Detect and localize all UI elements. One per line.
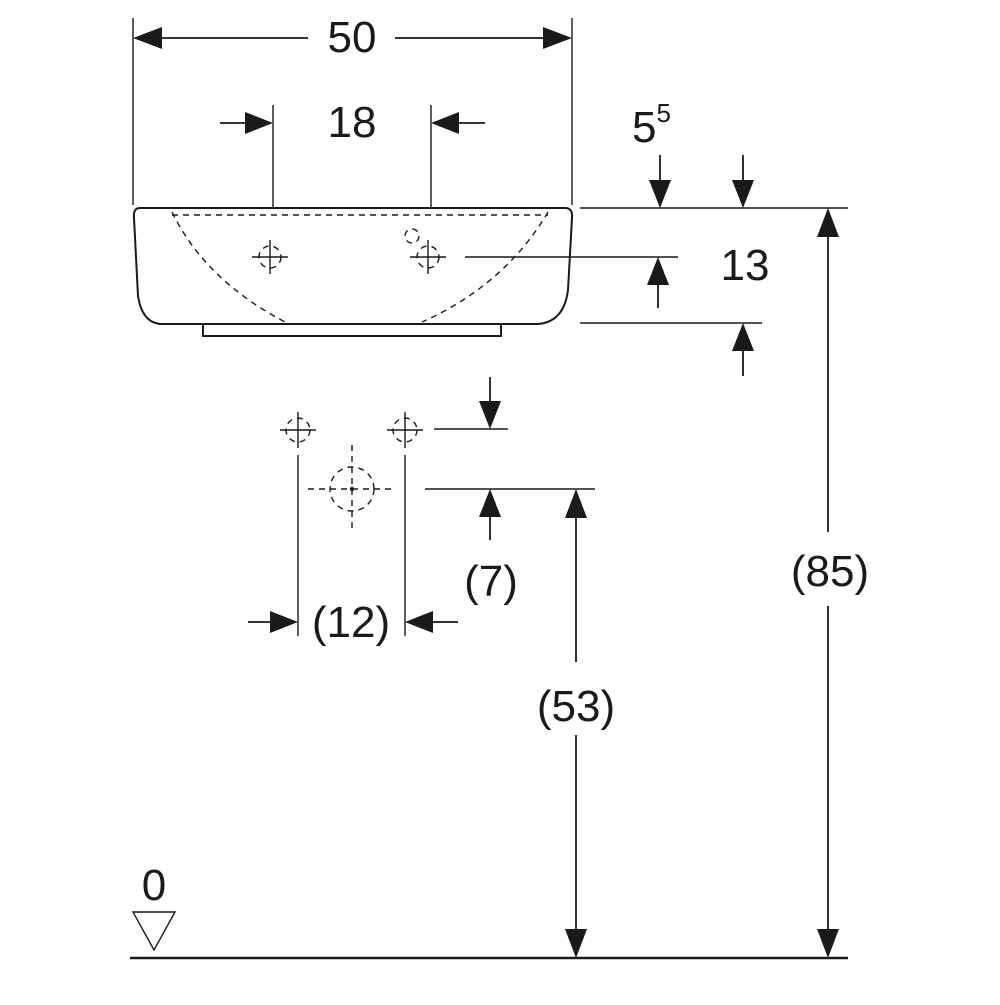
drain-height-label: (53) bbox=[537, 682, 615, 731]
basin-base bbox=[202, 323, 502, 337]
width-dimension: 50 bbox=[132, 13, 573, 205]
rim-offset-label: 55 bbox=[632, 98, 671, 152]
arrow-down bbox=[817, 929, 839, 958]
supply-spacing-dimension: (12) bbox=[248, 598, 458, 647]
tap-hole-spacing-dimension: 18 bbox=[220, 98, 485, 238]
tap-hole-depth-dimension: 13 bbox=[580, 241, 769, 376]
tap-hole-left-symbol bbox=[252, 240, 288, 274]
arrow-up bbox=[647, 257, 669, 285]
arrow-down bbox=[565, 929, 587, 958]
width-label: 50 bbox=[328, 13, 377, 62]
arrow-down bbox=[732, 180, 754, 208]
arrow-left bbox=[431, 112, 459, 134]
arrow-right bbox=[543, 27, 572, 49]
rim-offset-dimension: 55 bbox=[580, 98, 848, 209]
arrow-left bbox=[133, 27, 162, 49]
arrow-up bbox=[732, 323, 754, 351]
arrow-up bbox=[479, 489, 501, 517]
floor-level-label: 0 bbox=[142, 861, 166, 910]
supply-height-label: (7) bbox=[464, 557, 518, 606]
supply-connections bbox=[280, 412, 423, 636]
arrow-down bbox=[649, 180, 671, 208]
supply-spacing-label: (12) bbox=[312, 598, 390, 647]
total-height-dimension: (85) bbox=[791, 208, 869, 958]
supply-left-symbol bbox=[280, 412, 316, 448]
tap-hole-spacing-label: 18 bbox=[328, 98, 377, 147]
tap-hole-depth-label: 13 bbox=[721, 241, 770, 290]
arrow-right bbox=[270, 611, 298, 633]
drain-height-dimension: (53) bbox=[537, 489, 615, 958]
washbasin-side-view bbox=[132, 207, 678, 337]
overflow-hole-symbol bbox=[404, 228, 420, 244]
arrow-up bbox=[565, 489, 587, 518]
arrow-up bbox=[817, 208, 839, 237]
arrow-down bbox=[479, 401, 501, 429]
drain-symbol bbox=[308, 445, 396, 533]
level-marker-icon bbox=[131, 911, 177, 952]
total-height-label: (85) bbox=[791, 547, 869, 596]
floor-level: 0 bbox=[130, 861, 848, 960]
supply-height-dimension: (7) bbox=[425, 377, 595, 606]
tap-hole-right-symbol bbox=[410, 240, 446, 274]
supply-right-symbol bbox=[387, 412, 423, 448]
arrow-left bbox=[405, 611, 433, 633]
arrow-right bbox=[245, 112, 273, 134]
